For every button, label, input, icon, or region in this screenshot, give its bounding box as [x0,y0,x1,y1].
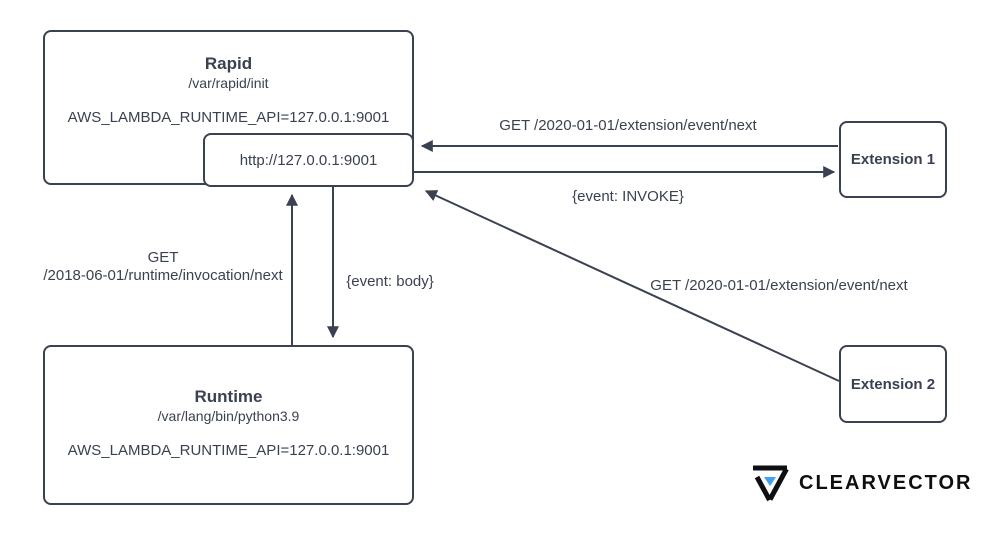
clearvector-logo-text: CLEARVECTOR [799,471,973,494]
runtime-title: Runtime [194,387,263,406]
runtime-path: /var/lang/bin/python3.9 [157,408,300,424]
rapid-node: Rapid /var/rapid/init AWS_LAMBDA_RUNTIME… [43,30,414,185]
edge-label-event-body: {event: body} [346,273,434,290]
endpoint-url: http://127.0.0.1:9001 [239,151,378,169]
endpoint-node: http://127.0.0.1:9001 [203,133,414,187]
edge-label-ext1-get-next: GET /2020-01-01/extension/event/next [499,117,757,134]
clearvector-logo: CLEARVECTOR [750,463,973,503]
edge-label-runtime-invocation-next: GET /2018-06-01/runtime/invocation/next [43,249,283,284]
extension2-title: Extension 2 [850,375,936,393]
rapid-env-var: AWS_LAMBDA_RUNTIME_API=127.0.0.1:9001 [67,109,390,126]
extension2-node: Extension 2 [839,345,947,423]
extension1-title: Extension 1 [850,151,936,168]
runtime-node: Runtime /var/lang/bin/python3.9 AWS_LAMB… [43,345,414,505]
rapid-title: Rapid [204,54,253,73]
edge-label-ext2-get-next: GET /2020-01-01/extension/event/next [650,277,908,294]
runtime-env-var: AWS_LAMBDA_RUNTIME_API=127.0.0.1:9001 [67,442,390,459]
extension1-node: Extension 1 [839,121,947,198]
clearvector-logo-icon [753,465,789,502]
edge-label-event-invoke: {event: INVOKE} [572,188,684,205]
rapid-path: /var/rapid/init [188,75,269,91]
